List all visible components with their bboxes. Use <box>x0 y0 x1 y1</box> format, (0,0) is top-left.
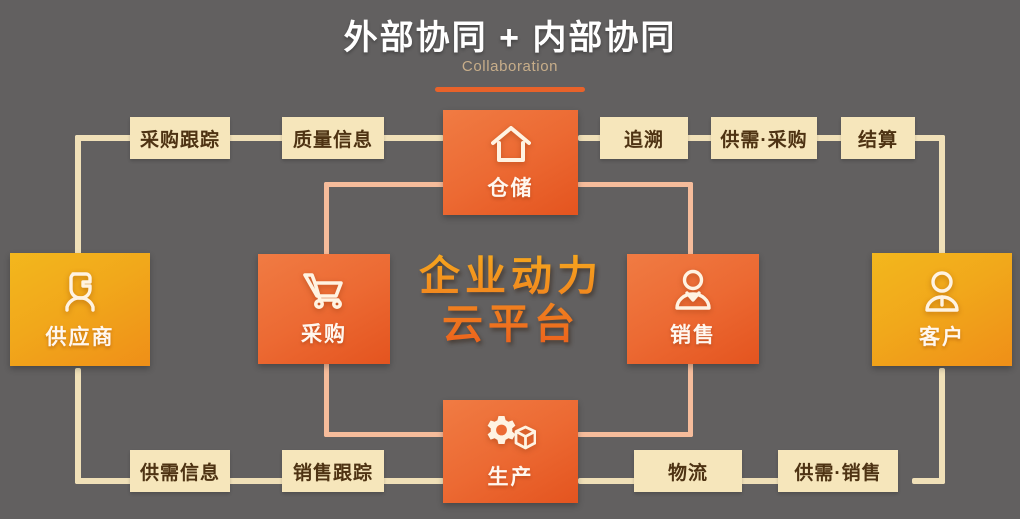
connector-inner-left-vertical-lower <box>324 362 329 437</box>
tag-logistics[interactable]: 物流 <box>634 450 742 492</box>
tag-label: 供需·采购 <box>720 129 808 151</box>
tag-label: 结算 <box>857 129 898 151</box>
tag-sales-tracking[interactable]: 销售跟踪 <box>282 450 384 492</box>
node-label: 销售 <box>670 324 716 347</box>
connector-inner-top-left <box>324 182 446 187</box>
tag-label: 质量信息 <box>292 129 373 151</box>
node-label: 供应商 <box>45 325 115 349</box>
page-title: 外部协同 + 内部协同 <box>343 19 677 57</box>
connector-inner-right-vertical-lower <box>688 362 693 437</box>
node-label: 仓储 <box>487 176 534 200</box>
tag-label: 追溯 <box>623 129 664 151</box>
connector-bottom-left-gap-2 <box>382 478 444 484</box>
connector-right-vertical-bottom <box>939 368 945 484</box>
brand-line-1: 企业动力 <box>419 253 603 299</box>
tag-quality-information[interactable]: 质量信息 <box>282 117 384 159</box>
connector-inner-bottom-left <box>324 432 446 437</box>
sales-person-icon <box>672 269 714 311</box>
tag-label: 供需·销售 <box>794 462 882 484</box>
connector-bottom-right-gap-2 <box>740 478 780 484</box>
tag-label: 物流 <box>667 462 708 484</box>
warehouse-house-icon <box>489 124 533 164</box>
tag-label: 销售跟踪 <box>292 462 373 484</box>
node-supplier[interactable]: 供应商 <box>10 253 150 366</box>
tag-traceability[interactable]: 追溯 <box>600 117 688 159</box>
connector-right-bottom-horizontal <box>912 478 945 484</box>
supplier-person-icon <box>59 269 101 313</box>
node-label: 采购 <box>301 323 347 346</box>
connector-left-vertical-top <box>75 135 81 255</box>
node-procurement[interactable]: 采购 <box>258 254 390 364</box>
brand-line-2: 云平台 <box>442 301 580 348</box>
node-label: 生产 <box>487 465 534 489</box>
gear-box-icon <box>486 413 536 453</box>
connector-bottom-right-gap-1 <box>578 478 636 484</box>
node-warehouse[interactable]: 仓储 <box>443 110 578 215</box>
connector-inner-bottom-right <box>577 432 693 437</box>
connector-left-vertical-bottom <box>75 368 81 484</box>
tag-label: 采购跟踪 <box>139 129 220 151</box>
connector-inner-left-vertical <box>324 182 329 257</box>
connector-inner-right-vertical <box>688 182 693 257</box>
tag-supply-demand-sales[interactable]: 供需·销售 <box>778 450 898 492</box>
node-production[interactable]: 生产 <box>443 400 578 503</box>
connector-inner-top-right <box>577 182 693 187</box>
connector-bottom-left-gap-1 <box>225 478 285 484</box>
connector-left-top-horizontal <box>75 135 135 141</box>
connector-right-vertical-top <box>939 135 945 255</box>
node-sales[interactable]: 销售 <box>627 254 759 364</box>
tag-label: 供需信息 <box>139 462 220 484</box>
shopping-cart-icon <box>301 270 347 310</box>
connector-top-right-gap-2 <box>686 135 714 141</box>
tag-settlement[interactable]: 结算 <box>841 117 915 159</box>
brand-wordmark: 企业动力 云平台 <box>398 252 624 349</box>
node-customer[interactable]: 客户 <box>872 253 1012 366</box>
connector-top-left-gap-2 <box>382 135 444 141</box>
tag-supply-demand-information[interactable]: 供需信息 <box>130 450 230 492</box>
customer-person-icon <box>921 269 963 313</box>
tag-supply-demand-procurement[interactable]: 供需·采购 <box>711 117 817 159</box>
title-underline-rule <box>435 87 585 92</box>
node-label: 客户 <box>919 325 965 349</box>
connector-top-left-gap-1 <box>225 135 285 141</box>
connector-top-right-gap-3 <box>815 135 844 141</box>
connector-left-bottom-horizontal <box>75 478 135 484</box>
page-subtitle: Collaboration <box>461 58 559 75</box>
connector-top-right-to-corner <box>912 135 945 141</box>
tag-procurement-tracking[interactable]: 采购跟踪 <box>130 117 230 159</box>
